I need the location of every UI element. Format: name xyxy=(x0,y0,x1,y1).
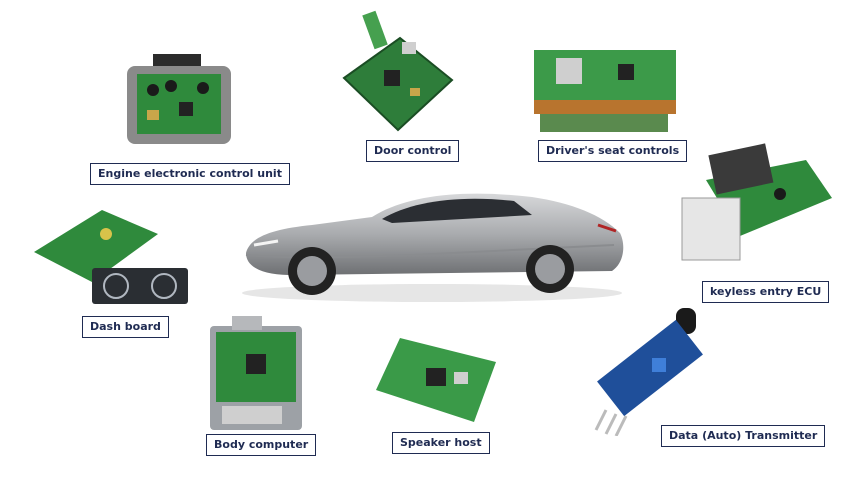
body-computer-label: Body computer xyxy=(206,434,317,456)
data-transmitter-label: Data (Auto) Transmitter xyxy=(661,425,826,447)
car-image xyxy=(242,193,624,302)
seat-controls-label: Driver's seat controls xyxy=(538,140,688,162)
body-computer-image xyxy=(210,316,302,430)
dash-board-image xyxy=(34,210,188,304)
engine-ecu-image xyxy=(127,54,231,144)
door-control-label: Door control xyxy=(366,140,460,162)
engine-ecu-label: Engine electronic control unit xyxy=(90,163,290,185)
seat-controls-image xyxy=(534,50,676,132)
data-transmitter-image xyxy=(594,308,703,436)
dash-board-label: Dash board xyxy=(82,316,169,338)
speaker-host-image xyxy=(376,338,496,422)
speaker-host-label: Speaker host xyxy=(392,432,490,454)
keyless-entry-image xyxy=(681,143,832,261)
door-control-image xyxy=(342,10,454,132)
keyless-entry-label: keyless entry ECU xyxy=(702,281,830,303)
